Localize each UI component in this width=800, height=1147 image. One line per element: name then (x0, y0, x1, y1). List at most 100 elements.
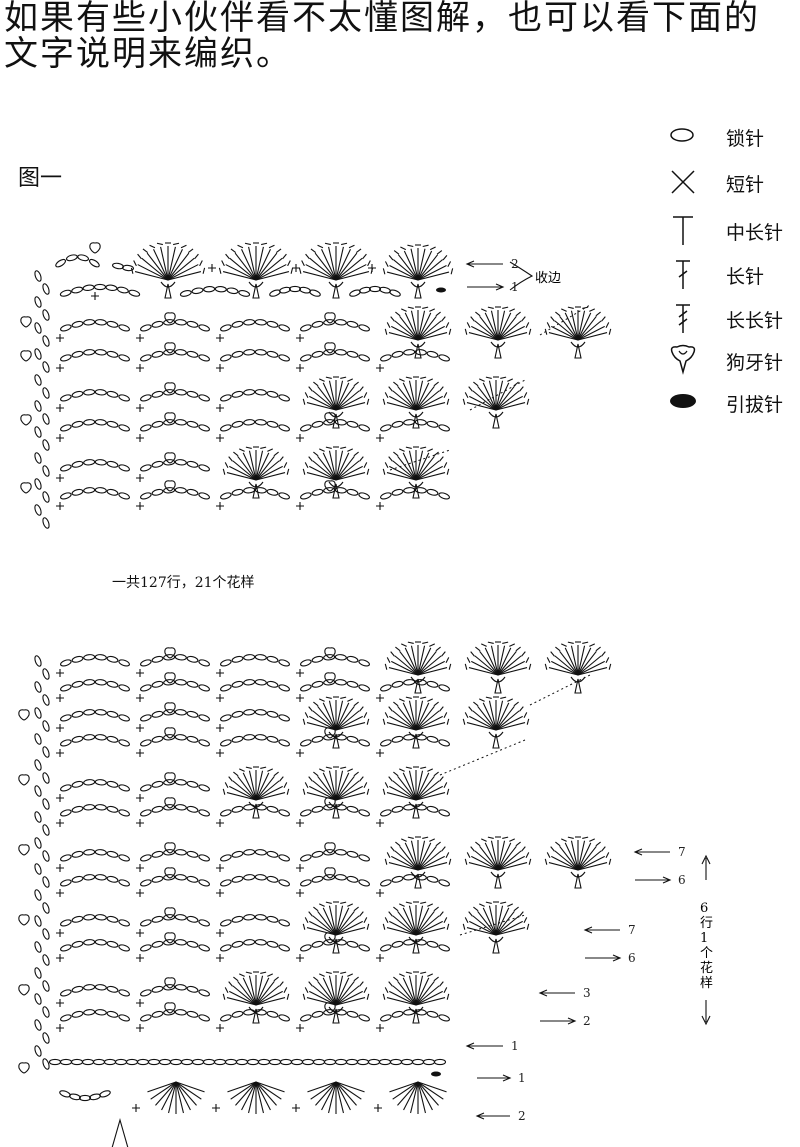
single-crochet-mark (56, 694, 64, 702)
chain-stitch (266, 915, 279, 923)
chain-stitch (323, 654, 336, 661)
picot-mark (18, 984, 30, 996)
single-crochet-mark (136, 474, 144, 482)
chain-stitch (42, 335, 50, 347)
chain-stitch (147, 1058, 161, 1066)
single-crochet-icon (671, 170, 695, 194)
slip-stitch (431, 1071, 441, 1077)
chain-stitch (186, 460, 199, 468)
chain-stitch (174, 779, 187, 786)
chain-stitch (174, 874, 187, 881)
single-crochet-mark (136, 889, 144, 897)
single-crochet-mark (296, 502, 304, 510)
chain-stitch (118, 492, 130, 500)
chain-stitch (334, 804, 347, 811)
continuation-line (389, 449, 451, 471)
chain-stitch (191, 287, 204, 295)
chain-stitch (163, 804, 176, 811)
chain-stitch (151, 350, 164, 358)
chain-stitch (83, 779, 96, 786)
chain-stitch (174, 419, 187, 426)
single-crochet-mark (216, 819, 224, 827)
chain-stitch (151, 390, 164, 398)
chain-stitch (42, 309, 50, 321)
chain-stitch (346, 940, 359, 948)
chain-stitch (254, 654, 267, 661)
single-crochet-mark (136, 819, 144, 827)
single-crochet-mark (376, 749, 384, 757)
chain-stitch (220, 354, 232, 362)
single-crochet-mark (292, 1104, 300, 1112)
chain-stitch (231, 680, 244, 688)
picot-mark (164, 702, 176, 714)
chain-stitch (83, 939, 96, 946)
chain-stitch (71, 710, 84, 718)
chain-stitch (34, 504, 42, 516)
chain-stitch (391, 940, 404, 948)
border-fan (307, 1081, 365, 1114)
chain-stitch (60, 1014, 72, 1022)
chain-stitch (42, 902, 50, 914)
chain-stitch (106, 985, 119, 993)
chain-stitch (198, 944, 210, 952)
chain-stitch (94, 679, 107, 686)
shell-fan (222, 971, 290, 1024)
chain-stitch (34, 863, 42, 875)
chain-stitch (151, 985, 164, 993)
chain-stitch (106, 875, 119, 883)
legend-label: 长长针 (726, 310, 784, 332)
single-crochet-mark (216, 889, 224, 897)
chain-stitch (426, 488, 439, 496)
chain-stitch (323, 419, 336, 426)
chain-stitch (203, 286, 216, 293)
single-crochet-mark (216, 864, 224, 872)
chain-stitch (42, 772, 50, 784)
chain-stitch (151, 735, 164, 743)
chain-stitch (414, 419, 427, 426)
single-crochet-mark (216, 929, 224, 937)
chain-stitch (300, 659, 312, 667)
chain-stitch (83, 734, 96, 741)
single-crochet-mark (136, 864, 144, 872)
chain-stitch (174, 804, 187, 811)
single-crochet-mark (296, 434, 304, 442)
chain-stitch (42, 491, 50, 503)
chain-stitch (198, 394, 210, 402)
chain-stitch (174, 319, 187, 326)
chain-stitch (186, 735, 199, 743)
double-crochet-icon (676, 260, 690, 289)
shell-fan (382, 696, 450, 749)
chain-stitch (94, 849, 107, 856)
chain-stitch (174, 709, 187, 716)
chain-stitch (191, 1058, 205, 1066)
chain-stitch (278, 659, 290, 667)
chain-stitch (358, 424, 370, 432)
chain-stitch (198, 354, 210, 362)
single-crochet-mark (56, 1024, 64, 1032)
picot-mark (164, 842, 176, 854)
chain-stitch (438, 354, 450, 362)
picot-mark (164, 647, 176, 659)
chain-stitch (70, 1058, 84, 1066)
chain-stitch (311, 1010, 324, 1018)
chain-stitch (380, 354, 392, 362)
chain-stitch (42, 1032, 50, 1044)
chain-stitch (163, 459, 176, 466)
chain-stitch (220, 492, 232, 500)
chain-stitch (311, 350, 324, 358)
chain-stitch (151, 850, 164, 858)
single-crochet-mark (56, 334, 64, 342)
chain-stitch (60, 424, 72, 432)
chain-stitch (60, 919, 72, 927)
chain-stitch (358, 492, 370, 500)
row-number: 2 (583, 1014, 591, 1028)
chain-stitch (426, 350, 439, 358)
chain-stitch (88, 258, 100, 268)
legend-label: 短针 (726, 174, 765, 196)
chain-stitch (71, 735, 84, 743)
chain-stitch (346, 875, 359, 883)
chain-stitch (34, 967, 42, 979)
chain-stitch (114, 1058, 128, 1066)
chain-stitch (231, 488, 244, 496)
chain-stitch (266, 875, 279, 883)
